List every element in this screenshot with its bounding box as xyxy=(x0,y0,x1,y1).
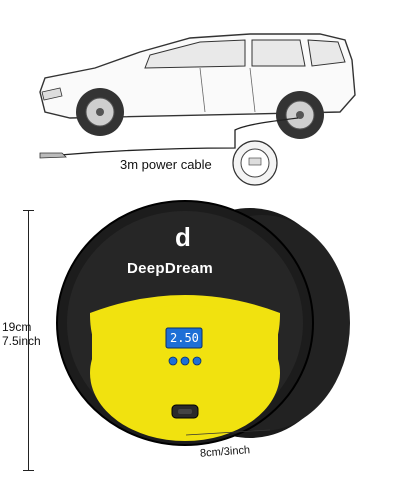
tire-inflator-device xyxy=(56,200,350,446)
unit-button-icon xyxy=(180,356,190,366)
height-dimension-tick-top xyxy=(23,210,34,211)
height-cm: 19cm xyxy=(2,320,32,334)
height-dimension-tick-bottom xyxy=(23,470,34,471)
front-wheel xyxy=(76,88,124,136)
power-cable xyxy=(59,117,299,156)
plus-button-icon xyxy=(192,356,202,366)
display-value: 2.50 xyxy=(170,331,199,345)
minus-button-icon xyxy=(168,356,178,366)
height-in: 7.5inch xyxy=(2,334,41,348)
height-dimension-line xyxy=(28,210,29,470)
lcd-display xyxy=(165,327,203,349)
brand-name: DeepDream xyxy=(127,260,214,277)
small-compressor-icon xyxy=(232,140,278,186)
brand-logo-letter: d xyxy=(175,222,191,252)
rear-wheel xyxy=(276,91,324,139)
cigarette-plug-icon xyxy=(39,152,67,159)
cable-length-label: 3m power cable xyxy=(120,157,212,172)
car-illustration xyxy=(39,33,356,186)
height-dimension-label: 19cm 7.5inch xyxy=(2,320,50,348)
